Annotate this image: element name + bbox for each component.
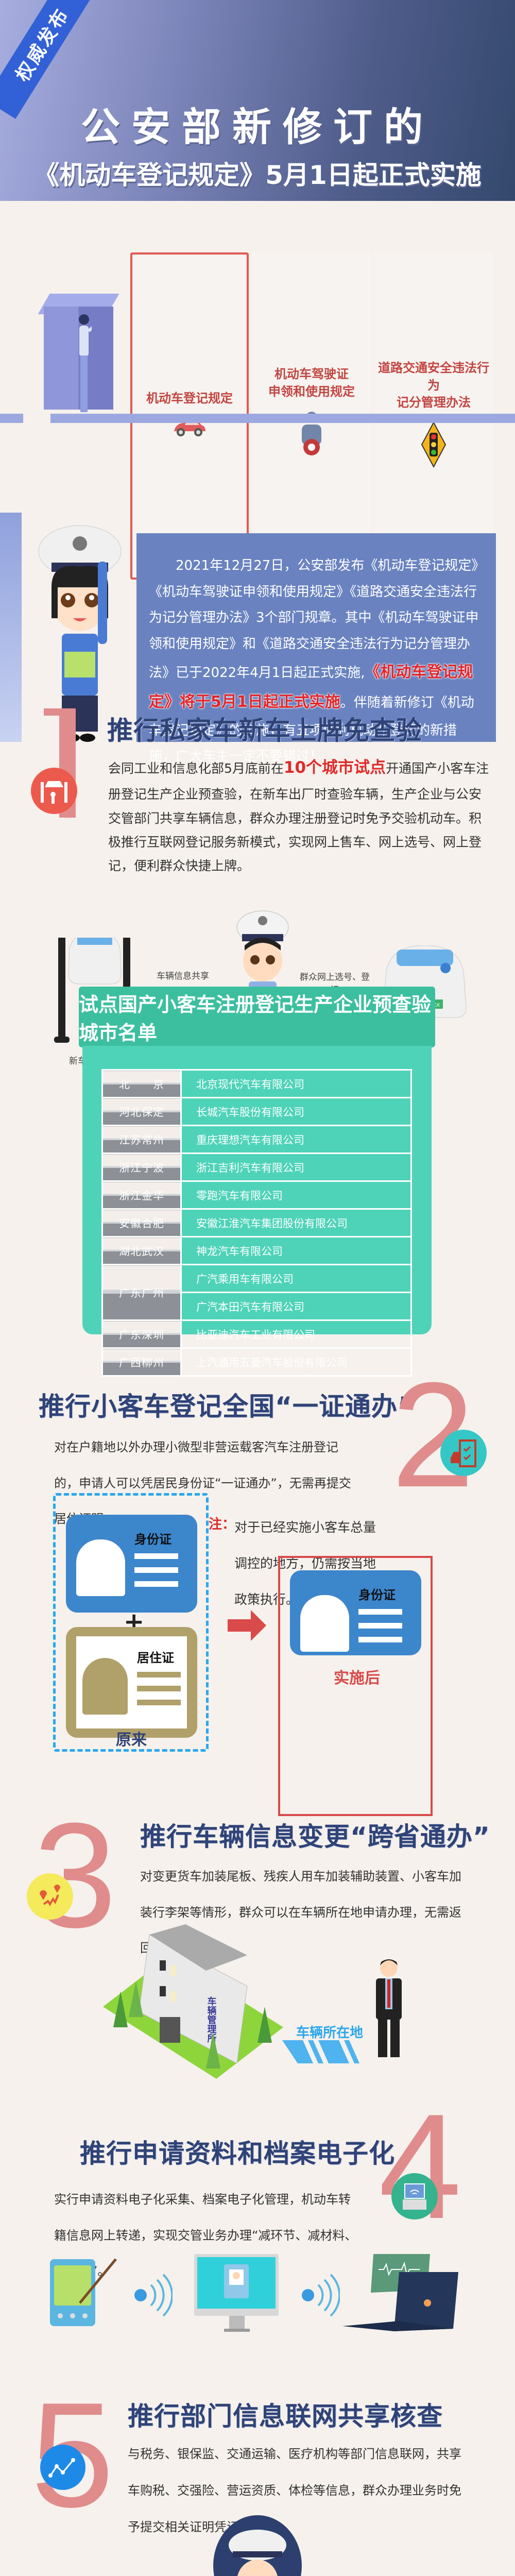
- person-silhouette-icon: [300, 1595, 349, 1652]
- wireless-signal-icon: [134, 2274, 173, 2317]
- line-chart-icon: [40, 2445, 85, 2490]
- table-row: 广西柳州上汽通用五菱汽车股份有限公司: [101, 1347, 412, 1377]
- department-network-diagram: 银保监会 交通运输 税: [213, 2515, 302, 2576]
- residence-permit-card: 居住证: [66, 1627, 197, 1738]
- car-icon: [171, 417, 208, 443]
- table-row: 广东广州广汽乘用车有限公司: [101, 1264, 412, 1321]
- traffic-light-sign-icon: [421, 421, 447, 473]
- table-row: 江苏常州重庆理想汽车有限公司: [101, 1125, 412, 1154]
- pilot-city-table-title: 试点国产小客车注册登记生产企业预查验城市名单: [79, 987, 435, 1047]
- id-card-after: 身份证: [290, 1570, 421, 1655]
- intro-highlight: 《机动车登记规定》将于5月1日起正式实施: [149, 663, 473, 711]
- after-label: 实施后: [334, 1669, 380, 1687]
- table-row: 湖北武汉神龙汽车有限公司: [101, 1236, 412, 1265]
- pilot-city-table: 北 京北京现代汽车有限公司 河北保定长城汽车股份有限公司 江苏常州重庆理想汽车有…: [101, 1069, 412, 1377]
- header-banner: [0, 0, 515, 201]
- after-frame: [278, 1556, 433, 1816]
- vehicle-lift-inspection-icon: [31, 768, 77, 814]
- flow-arrow-label-info-sharing: 车辆信息共享: [157, 971, 209, 981]
- person-silhouette-icon: [76, 1539, 125, 1596]
- id-card-before: 身份证: [66, 1515, 197, 1613]
- table-row: 广汽本田汽车有限公司: [102, 1292, 412, 1321]
- section1-title: 推行私家车新车上牌免查验: [107, 716, 422, 745]
- decorative-side-bar: [0, 513, 22, 742]
- presenter-figure-icon: [79, 314, 92, 412]
- desktop-monitor-id-illustration: [194, 2254, 279, 2332]
- section2-note: 对于已经实施小客车总量调控的地方，仍需按当地政策执行。: [234, 1520, 376, 1607]
- table-row: 广东深圳比亚迪汽车工业有限公司: [101, 1319, 412, 1349]
- route-map-pin-icon: [27, 1873, 73, 1920]
- person-silhouette-icon: [82, 1658, 128, 1715]
- laptop-wifi-icon: [391, 2173, 438, 2219]
- title-line-1: 公安部新修订的: [81, 104, 434, 150]
- intro-paragraph: 2021年12月27日，公安部发布《机动车登记规定》《机动车驾驶证申领和使用规定…: [136, 533, 496, 764]
- vehicle-lift-illustration: [54, 938, 134, 1043]
- red-arrow-right-icon: [228, 1610, 266, 1641]
- vehicle-management-office-building: 车辆管理所: [103, 1924, 283, 2079]
- businessman-illustration: [376, 1959, 402, 2057]
- section1-body: 会同工业和信息化部5月底前在10个城市试点开通国产小客车注册登记生产企业预查验，…: [108, 758, 489, 874]
- divider-bar-right: [50, 414, 515, 423]
- vehicle-location-label: 车辆所在地: [296, 2025, 364, 2041]
- wireless-signal-icon-2: [302, 2274, 340, 2317]
- section4-title: 推行申请资料和档案电子化: [80, 2139, 395, 2168]
- blue-stripes-arrow-icon: [282, 2040, 359, 2063]
- table-row: 北 京北京现代汽车有限公司: [101, 1069, 412, 1098]
- car-checklist-icon: [440, 1430, 487, 1476]
- svg-text:车辆管理所: 车辆管理所: [206, 1996, 217, 2043]
- section2-note-label: 注：: [209, 1517, 236, 1532]
- table-row: 河北保定长城汽车股份有限公司: [101, 1097, 412, 1126]
- section3-title: 推行车辆信息变更“跨省通办”: [140, 1822, 490, 1852]
- section2-body: 对在户籍地以外办理小微型非营运载客汽车注册登记的，申请人可以凭居民身份证“一证通…: [54, 1440, 351, 1527]
- table-row: 安徽合肥安徽江淮汽车集团股份有限公司: [101, 1208, 412, 1238]
- before-label: 原来: [116, 1731, 147, 1749]
- table-row: 浙江金华零跑汽车有限公司: [101, 1180, 412, 1210]
- pedestal-cube: [44, 307, 113, 410]
- table-row: 浙江宁波浙江吉利汽车有限公司: [101, 1153, 412, 1182]
- title-line-2: 《机动车登记规定》5月1日起正式实施: [33, 160, 482, 190]
- section5-title: 推行部门信息联网共享核查: [128, 2401, 443, 2431]
- section2-title: 推行小客车登记全国“一证通办”: [39, 1392, 415, 1421]
- before-dashed-frame: [53, 1493, 209, 1752]
- policewoman-saluting-illustration: [38, 525, 122, 742]
- pilot-cities-highlight: 10个城市试点: [283, 758, 386, 777]
- laptop-data-dashboard-illustration: [342, 2254, 458, 2331]
- tablet-stylus-illustration: [50, 2258, 117, 2326]
- divider-bar-left: [0, 414, 23, 423]
